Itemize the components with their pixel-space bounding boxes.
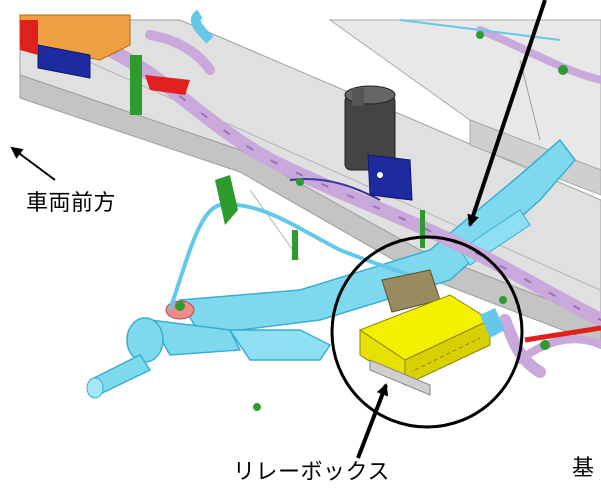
air-dryer-unit: [344, 85, 413, 201]
green-brackets: [215, 31, 568, 411]
relay-box: [358, 269, 505, 396]
vehicle-front-label: 車両前方: [26, 191, 117, 216]
relay-box-arrow: [356, 383, 389, 459]
relay-box-label: リレーボックス: [233, 460, 390, 485]
front-axle: [148, 138, 576, 361]
upper-left-component: [19, 14, 190, 115]
callout-arrow-top: [467, 0, 547, 227]
steering-knuckle: [86, 300, 195, 399]
front-direction-arrow: [10, 146, 56, 181]
base-partial-label: 基: [572, 456, 595, 481]
red-indicator-line: [524, 325, 601, 343]
highlight-circle: [330, 235, 524, 429]
